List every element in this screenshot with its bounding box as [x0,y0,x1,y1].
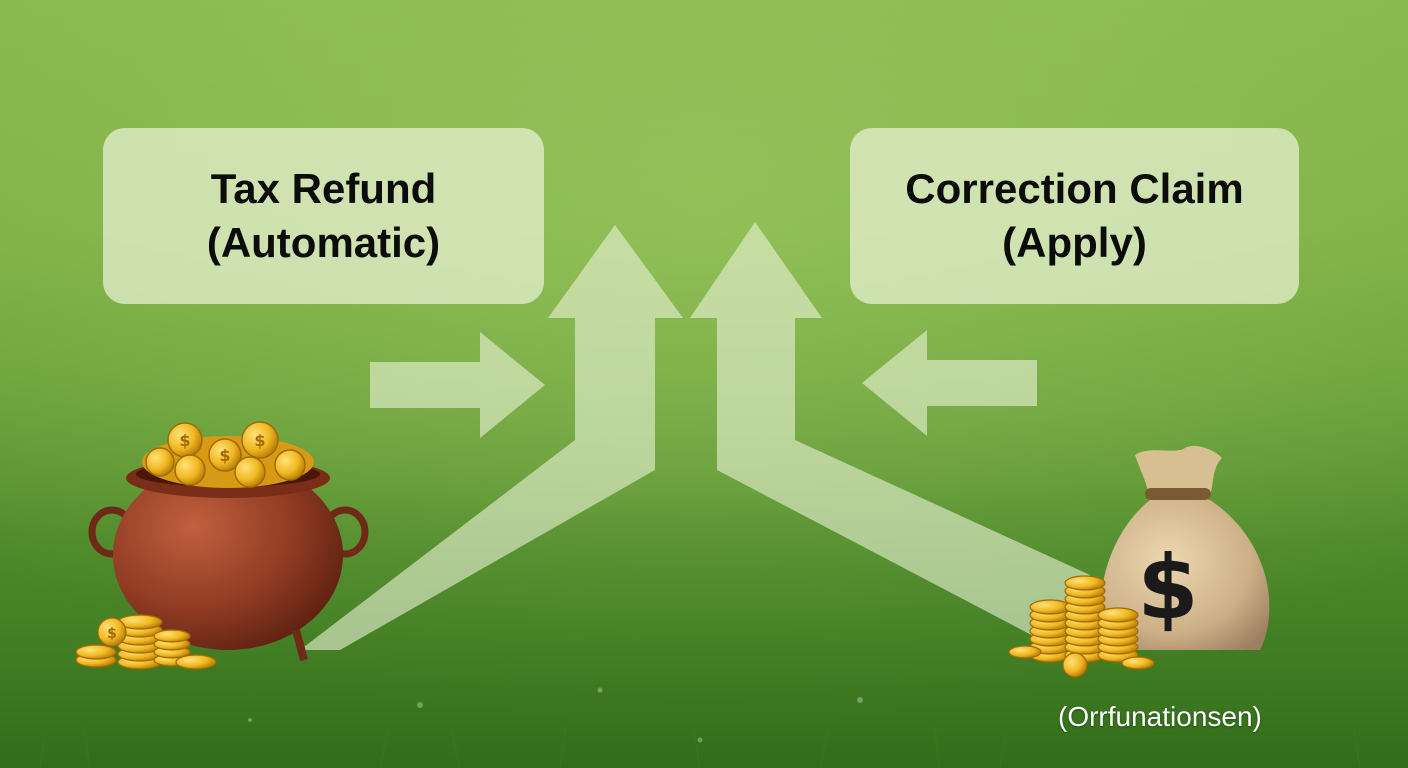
left-pointing-arrow [862,330,1037,436]
tax-refund-subtitle: (Automatic) [206,219,441,266]
correction-claim-title: Correction Claim [905,165,1244,212]
left-up-arrow [300,225,683,650]
correction-claim-subtitle: (Apply) [1002,219,1147,266]
tax-refund-title: Tax Refund [210,165,437,212]
svg-text:$: $ [254,431,265,450]
svg-text:$: $ [1137,536,1198,639]
tax-refund-label: Tax Refund (Automatic) [207,162,440,270]
correction-claim-box: Correction Claim (Apply) [850,128,1299,304]
svg-text:$: $ [219,446,230,465]
footnote-caption: (Orrfunationsen) [1058,701,1262,732]
tax-refund-box: Tax Refund (Automatic) [103,128,544,304]
correction-claim-label: Correction Claim (Apply) [905,162,1243,270]
right-pointing-arrow [370,332,545,438]
svg-text:$: $ [107,626,117,642]
svg-text:$: $ [179,431,190,450]
right-up-arrow [690,222,1090,650]
